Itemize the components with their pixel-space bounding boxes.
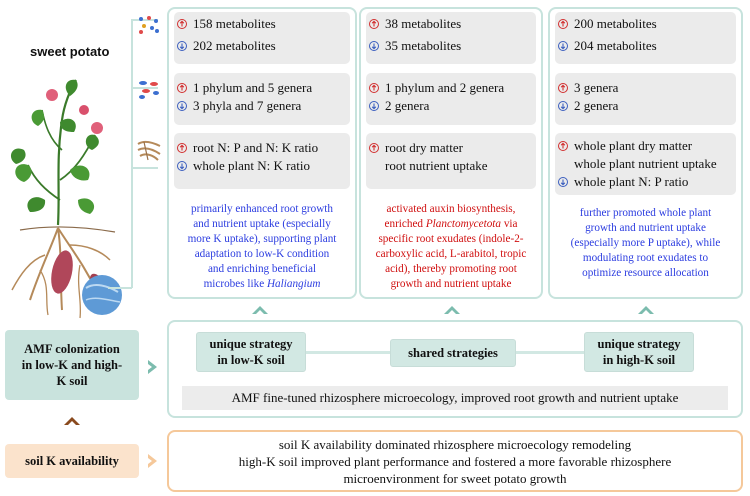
up-arrow-icon	[369, 19, 379, 29]
down-arrow-icon	[369, 41, 379, 51]
microbe-up-line: 3 genera	[558, 80, 618, 96]
growth-cell	[366, 133, 536, 189]
growth-down-line: whole plant N: P ratio	[558, 174, 688, 190]
microbe-down-line: 2 genera	[369, 98, 429, 114]
down-arrow-icon	[558, 177, 568, 187]
down-arrow-icon	[369, 101, 379, 111]
amf-label-box: AMF colonization in low-K and high- K so…	[5, 330, 139, 400]
up-arrow-icon	[558, 83, 568, 93]
growth-up-line: root N: P and N: K ratio	[177, 140, 318, 156]
metabolite-cell	[174, 12, 350, 64]
metabolite-down-line: 204 metabolites	[558, 38, 657, 54]
growth-cell	[555, 133, 736, 195]
metabolite-cell	[555, 12, 736, 64]
amf-summary: AMF fine-tuned rhizosphere microecology,…	[182, 386, 728, 410]
metabolite-cell	[366, 12, 536, 64]
chevron-right-icon	[148, 360, 157, 374]
metabolite-down-line: 202 metabolites	[177, 38, 276, 54]
strategy-high-k: unique strategy in high-K soil	[584, 332, 694, 372]
down-arrow-icon	[558, 101, 568, 111]
root-sample-icon	[137, 140, 161, 161]
chevron-up-icon	[252, 306, 268, 314]
column-low-k	[167, 7, 357, 299]
up-arrow-icon	[558, 141, 568, 151]
up-arrow-icon	[177, 143, 187, 153]
microbe-up-line: 1 phylum and 2 genera	[369, 80, 504, 96]
up-arrow-icon	[177, 83, 187, 93]
strategy-low-k: unique strategy in low-K soil	[196, 332, 306, 372]
microbe-cell	[366, 73, 536, 125]
growth-line-continued: whole plant nutrient uptake	[574, 156, 717, 171]
up-arrow-icon	[558, 19, 568, 29]
chevron-up-icon	[64, 417, 80, 425]
metabolite-up-line: 200 metabolites	[558, 16, 657, 32]
sweet-potato-plant-icon	[10, 79, 122, 319]
down-arrow-icon	[177, 161, 187, 171]
soil-line: microenvironment for sweet potato growth	[343, 470, 567, 486]
down-arrow-icon	[558, 41, 568, 51]
growth-up-line: root dry matter	[369, 140, 463, 156]
growth-cell	[174, 133, 350, 189]
chevron-up-icon	[444, 306, 460, 314]
down-arrow-icon	[177, 101, 187, 111]
chevron-up-icon	[638, 306, 654, 314]
chevron-right-icon	[148, 454, 157, 468]
soil-line: high-K soil improved plant performance a…	[238, 453, 672, 469]
plant-label: sweet potato	[30, 44, 110, 59]
up-arrow-icon	[177, 19, 187, 29]
metabolite-up-line: 158 metabolites	[177, 16, 276, 32]
soil-label-box: soil K availability	[5, 444, 139, 478]
soil-panel: soil K availability dominated rhizospher…	[167, 430, 743, 492]
microbe-down-line: 3 phyla and 7 genera	[177, 98, 301, 114]
up-arrow-icon	[369, 143, 379, 153]
up-arrow-icon	[369, 83, 379, 93]
growth-down-line: whole plant N: K ratio	[177, 158, 310, 174]
growth-up-line: whole plant dry matter	[558, 138, 692, 154]
soil-line: soil K availability dominated rhizospher…	[278, 436, 632, 452]
microbe-cells-icon	[139, 81, 159, 99]
column-low-k-summary: primarily enhanced root growth and nutri…	[187, 203, 337, 290]
microbe-up-line: 1 phylum and 5 genera	[177, 80, 312, 96]
microbe-down-line: 2 genera	[558, 98, 618, 114]
growth-line-continued: root nutrient uptake	[385, 158, 488, 173]
microbe-cell	[174, 73, 350, 125]
metabolite-up-line: 38 metabolites	[369, 16, 461, 32]
strategy-shared: shared strategies	[390, 339, 516, 367]
metabolite-down-line: 35 metabolites	[369, 38, 461, 54]
column-shared	[359, 7, 543, 299]
column-shared-summary: activated auxin biosynthesis, enriched P…	[375, 203, 527, 290]
down-arrow-icon	[177, 41, 187, 51]
column-high-k-summary: further promoted whole plant growth and …	[570, 207, 721, 279]
column-high-k	[548, 7, 743, 299]
microbe-cell	[555, 73, 736, 125]
plant-row-bracket	[108, 19, 158, 289]
metabolite-dots-icon	[139, 16, 159, 34]
